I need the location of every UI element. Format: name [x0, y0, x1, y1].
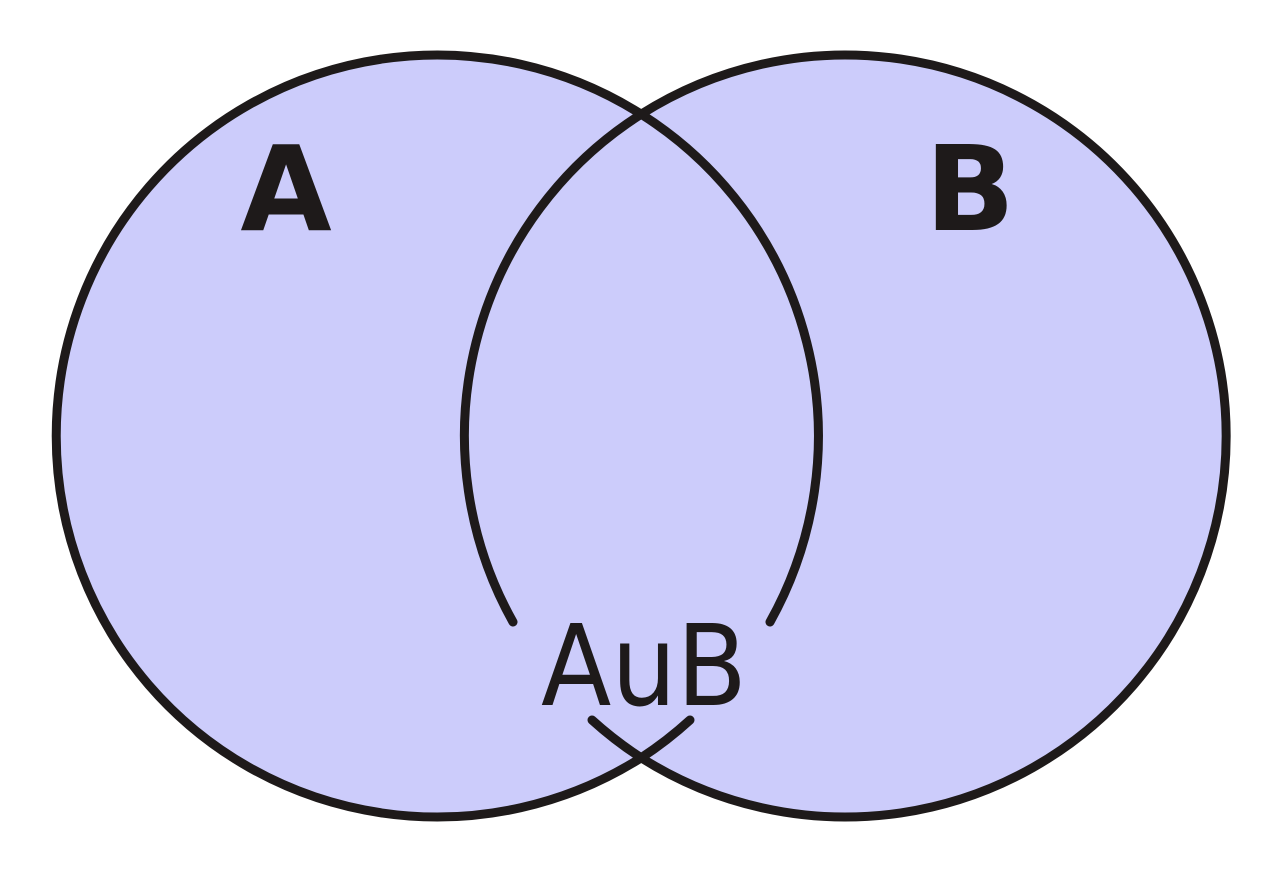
- set-a-label: A: [240, 120, 331, 258]
- set-b-fill: [465, 55, 1227, 817]
- union-label: AuB: [541, 602, 747, 732]
- set-b-label: B: [925, 120, 1015, 258]
- set-b-lower-inner-arc: [636, 715, 695, 763]
- set-b-inner-arc: [459, 109, 646, 627]
- set-a-inner-arc: [636, 109, 823, 627]
